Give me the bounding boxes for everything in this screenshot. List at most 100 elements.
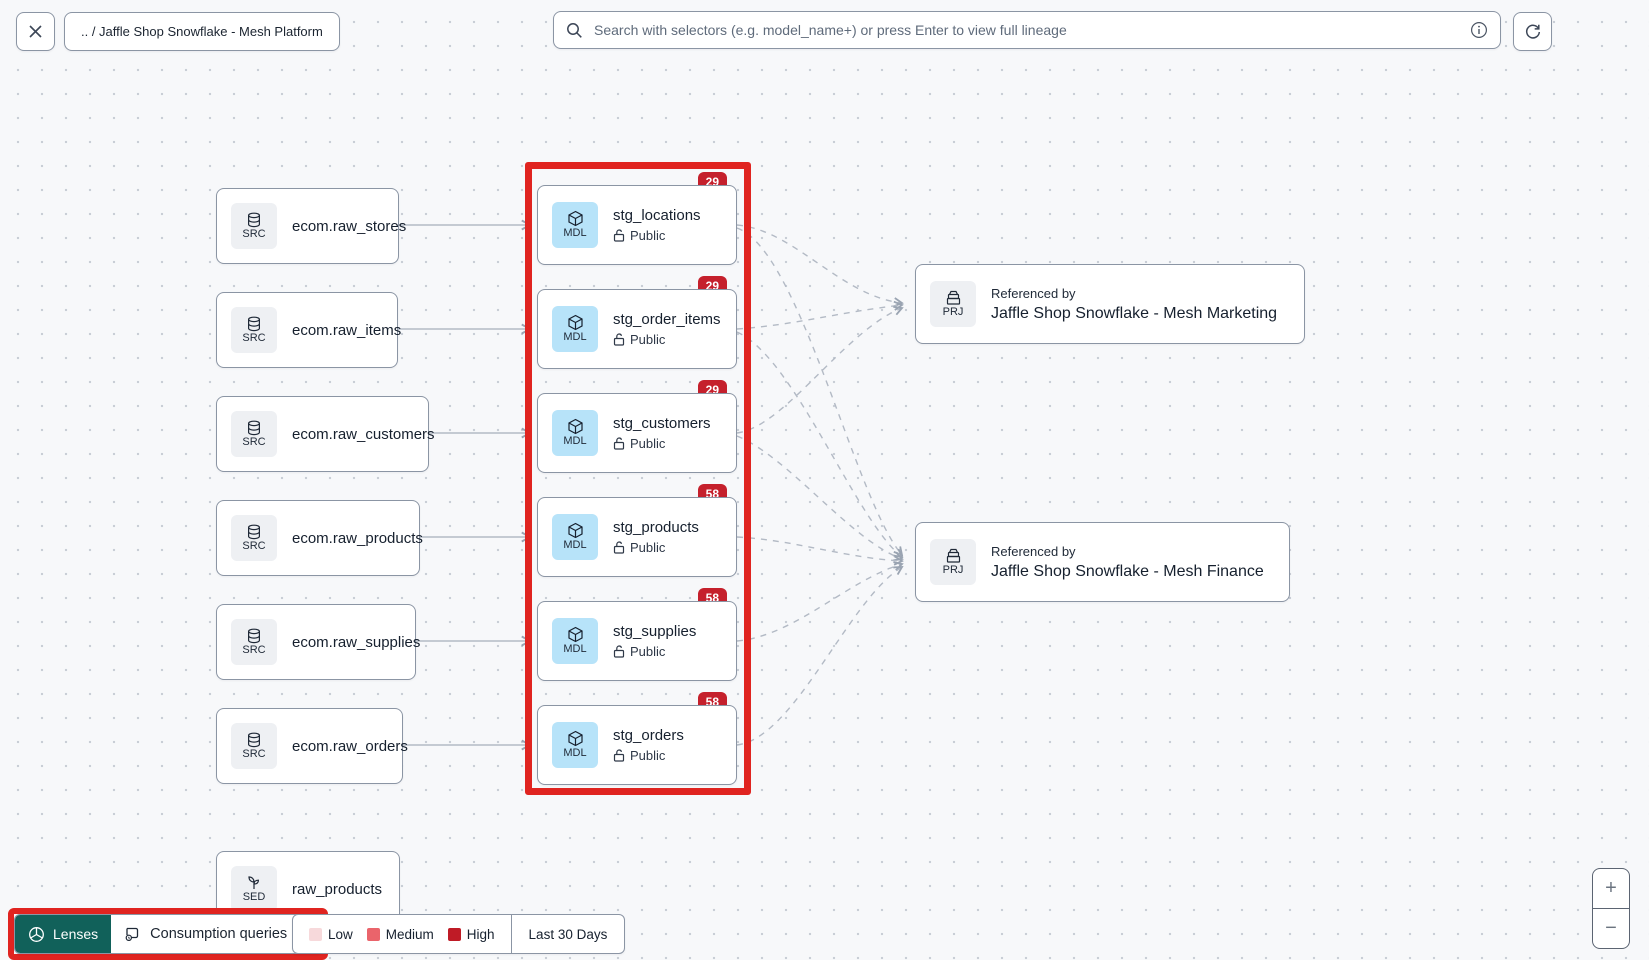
access-label: Public xyxy=(630,332,665,347)
database-icon xyxy=(246,316,262,332)
node-type-label: SRC xyxy=(242,644,265,656)
node-title: ecom.raw_supplies xyxy=(292,634,420,651)
edge-to-marketing xyxy=(737,225,902,303)
search-input[interactable] xyxy=(592,21,1461,39)
close-icon xyxy=(28,24,43,39)
project-iconbox: PRJ xyxy=(930,539,976,585)
node-type-label: MDL xyxy=(563,331,586,343)
model-cube-icon xyxy=(567,314,584,331)
zoom-in-button[interactable]: + xyxy=(1593,869,1629,908)
node-title: stg_locations xyxy=(613,207,701,224)
node-title: ecom.raw_items xyxy=(292,322,401,339)
source-iconbox: SRC xyxy=(231,515,277,561)
unlock-icon xyxy=(613,749,625,762)
edge-to-finance xyxy=(737,537,902,561)
info-icon[interactable] xyxy=(1470,21,1488,39)
database-icon xyxy=(246,420,262,436)
node-ecom-raw-items[interactable]: SRC ecom.raw_items xyxy=(216,292,398,368)
node-title: stg_supplies xyxy=(613,623,696,640)
database-icon xyxy=(246,212,262,228)
database-icon xyxy=(246,628,262,644)
legend-swatch-high xyxy=(448,928,461,941)
lineage-search[interactable] xyxy=(553,11,1501,49)
model-iconbox: MDL xyxy=(552,306,598,352)
edge-to-finance xyxy=(737,567,902,745)
seed-iconbox: SED xyxy=(231,866,277,912)
legend-item-medium: Medium xyxy=(367,927,434,942)
unlock-icon xyxy=(613,229,625,242)
model-iconbox: MDL xyxy=(552,722,598,768)
consumption-query-icon xyxy=(124,926,141,943)
source-iconbox: SRC xyxy=(231,307,277,353)
node-type-label: SRC xyxy=(242,228,265,240)
node-project-mesh-finance[interactable]: PRJ Referenced by Jaffle Shop Snowflake … xyxy=(915,522,1290,602)
breadcrumb[interactable]: .. / Jaffle Shop Snowflake - Mesh Platfo… xyxy=(64,12,340,51)
edge-to-finance xyxy=(737,332,902,557)
project-name: Jaffle Shop Snowflake - Mesh Marketing xyxy=(991,305,1277,323)
unlock-icon xyxy=(613,541,625,554)
node-stg-supplies[interactable]: 58 MDL stg_supplies Public xyxy=(537,601,737,681)
source-iconbox: SRC xyxy=(231,723,277,769)
database-icon xyxy=(246,732,262,748)
edge-to-finance xyxy=(737,228,902,555)
model-cube-icon xyxy=(567,210,584,227)
legend-swatch-medium xyxy=(367,928,380,941)
lens-legend: Low Medium High Last 30 Days xyxy=(292,914,625,954)
refresh-button[interactable] xyxy=(1513,12,1552,51)
node-type-label: SRC xyxy=(242,332,265,344)
project-stack-icon xyxy=(945,548,962,564)
model-iconbox: MDL xyxy=(552,618,598,664)
model-iconbox: MDL xyxy=(552,410,598,456)
node-stg-orders[interactable]: 58 MDL stg_orders Public xyxy=(537,705,737,785)
node-type-label: PRJ xyxy=(943,564,964,576)
highlight-rect-lenses: Lenses Consumption queries xyxy=(8,908,328,960)
unlock-icon xyxy=(613,437,625,450)
node-type-label: MDL xyxy=(563,643,586,655)
node-type-label: PRJ xyxy=(943,306,964,318)
node-stg-products[interactable]: 58 MDL stg_products Public xyxy=(537,497,737,577)
legend-swatch-low xyxy=(309,928,322,941)
model-cube-icon xyxy=(567,730,584,747)
node-stg-order-items[interactable]: 29 MDL stg_order_items Public xyxy=(537,289,737,369)
access-label: Public xyxy=(630,644,665,659)
edge-to-finance xyxy=(737,564,902,641)
node-ecom-raw-products[interactable]: SRC ecom.raw_products xyxy=(216,500,420,576)
zoom-out-button[interactable]: − xyxy=(1593,908,1629,948)
lenses-button[interactable]: Lenses xyxy=(15,915,111,953)
refresh-icon xyxy=(1524,23,1542,41)
node-ecom-raw-customers[interactable]: SRC ecom.raw_customers xyxy=(216,396,429,472)
model-iconbox: MDL xyxy=(552,202,598,248)
node-type-label: SRC xyxy=(242,436,265,448)
legend-item-high: High xyxy=(448,927,495,942)
node-stg-customers[interactable]: 29 MDL stg_customers Public xyxy=(537,393,737,473)
model-cube-icon xyxy=(567,418,584,435)
node-type-label: MDL xyxy=(563,747,586,759)
node-title: ecom.raw_stores xyxy=(292,218,406,235)
lens-selected-label: Consumption queries xyxy=(150,926,287,942)
date-range-label[interactable]: Last 30 Days xyxy=(511,915,625,953)
node-type-label: MDL xyxy=(563,227,586,239)
referenced-by-label: Referenced by xyxy=(991,286,1277,301)
legend-label-high: High xyxy=(467,927,495,942)
model-cube-icon xyxy=(567,626,584,643)
zoom-controls: + − xyxy=(1592,868,1630,949)
lens-select-dropdown[interactable]: Consumption queries xyxy=(111,915,321,953)
node-ecom-raw-supplies[interactable]: SRC ecom.raw_supplies xyxy=(216,604,416,680)
lens-icon xyxy=(28,926,45,943)
search-icon xyxy=(566,22,583,39)
lenses-button-label: Lenses xyxy=(53,926,98,942)
access-label: Public xyxy=(630,228,665,243)
node-title: ecom.raw_orders xyxy=(292,738,408,755)
access-label: Public xyxy=(630,540,665,555)
seed-icon xyxy=(246,875,262,891)
close-button[interactable] xyxy=(16,12,55,51)
database-icon xyxy=(246,524,262,540)
node-stg-locations[interactable]: 29 MDL stg_locations Public xyxy=(537,185,737,265)
node-title: ecom.raw_products xyxy=(292,530,423,547)
node-ecom-raw-stores[interactable]: SRC ecom.raw_stores xyxy=(216,188,399,264)
node-ecom-raw-orders[interactable]: SRC ecom.raw_orders xyxy=(216,708,403,784)
node-title: stg_products xyxy=(613,519,699,536)
node-project-mesh-marketing[interactable]: PRJ Referenced by Jaffle Shop Snowflake … xyxy=(915,264,1305,344)
referenced-by-label: Referenced by xyxy=(991,544,1264,559)
